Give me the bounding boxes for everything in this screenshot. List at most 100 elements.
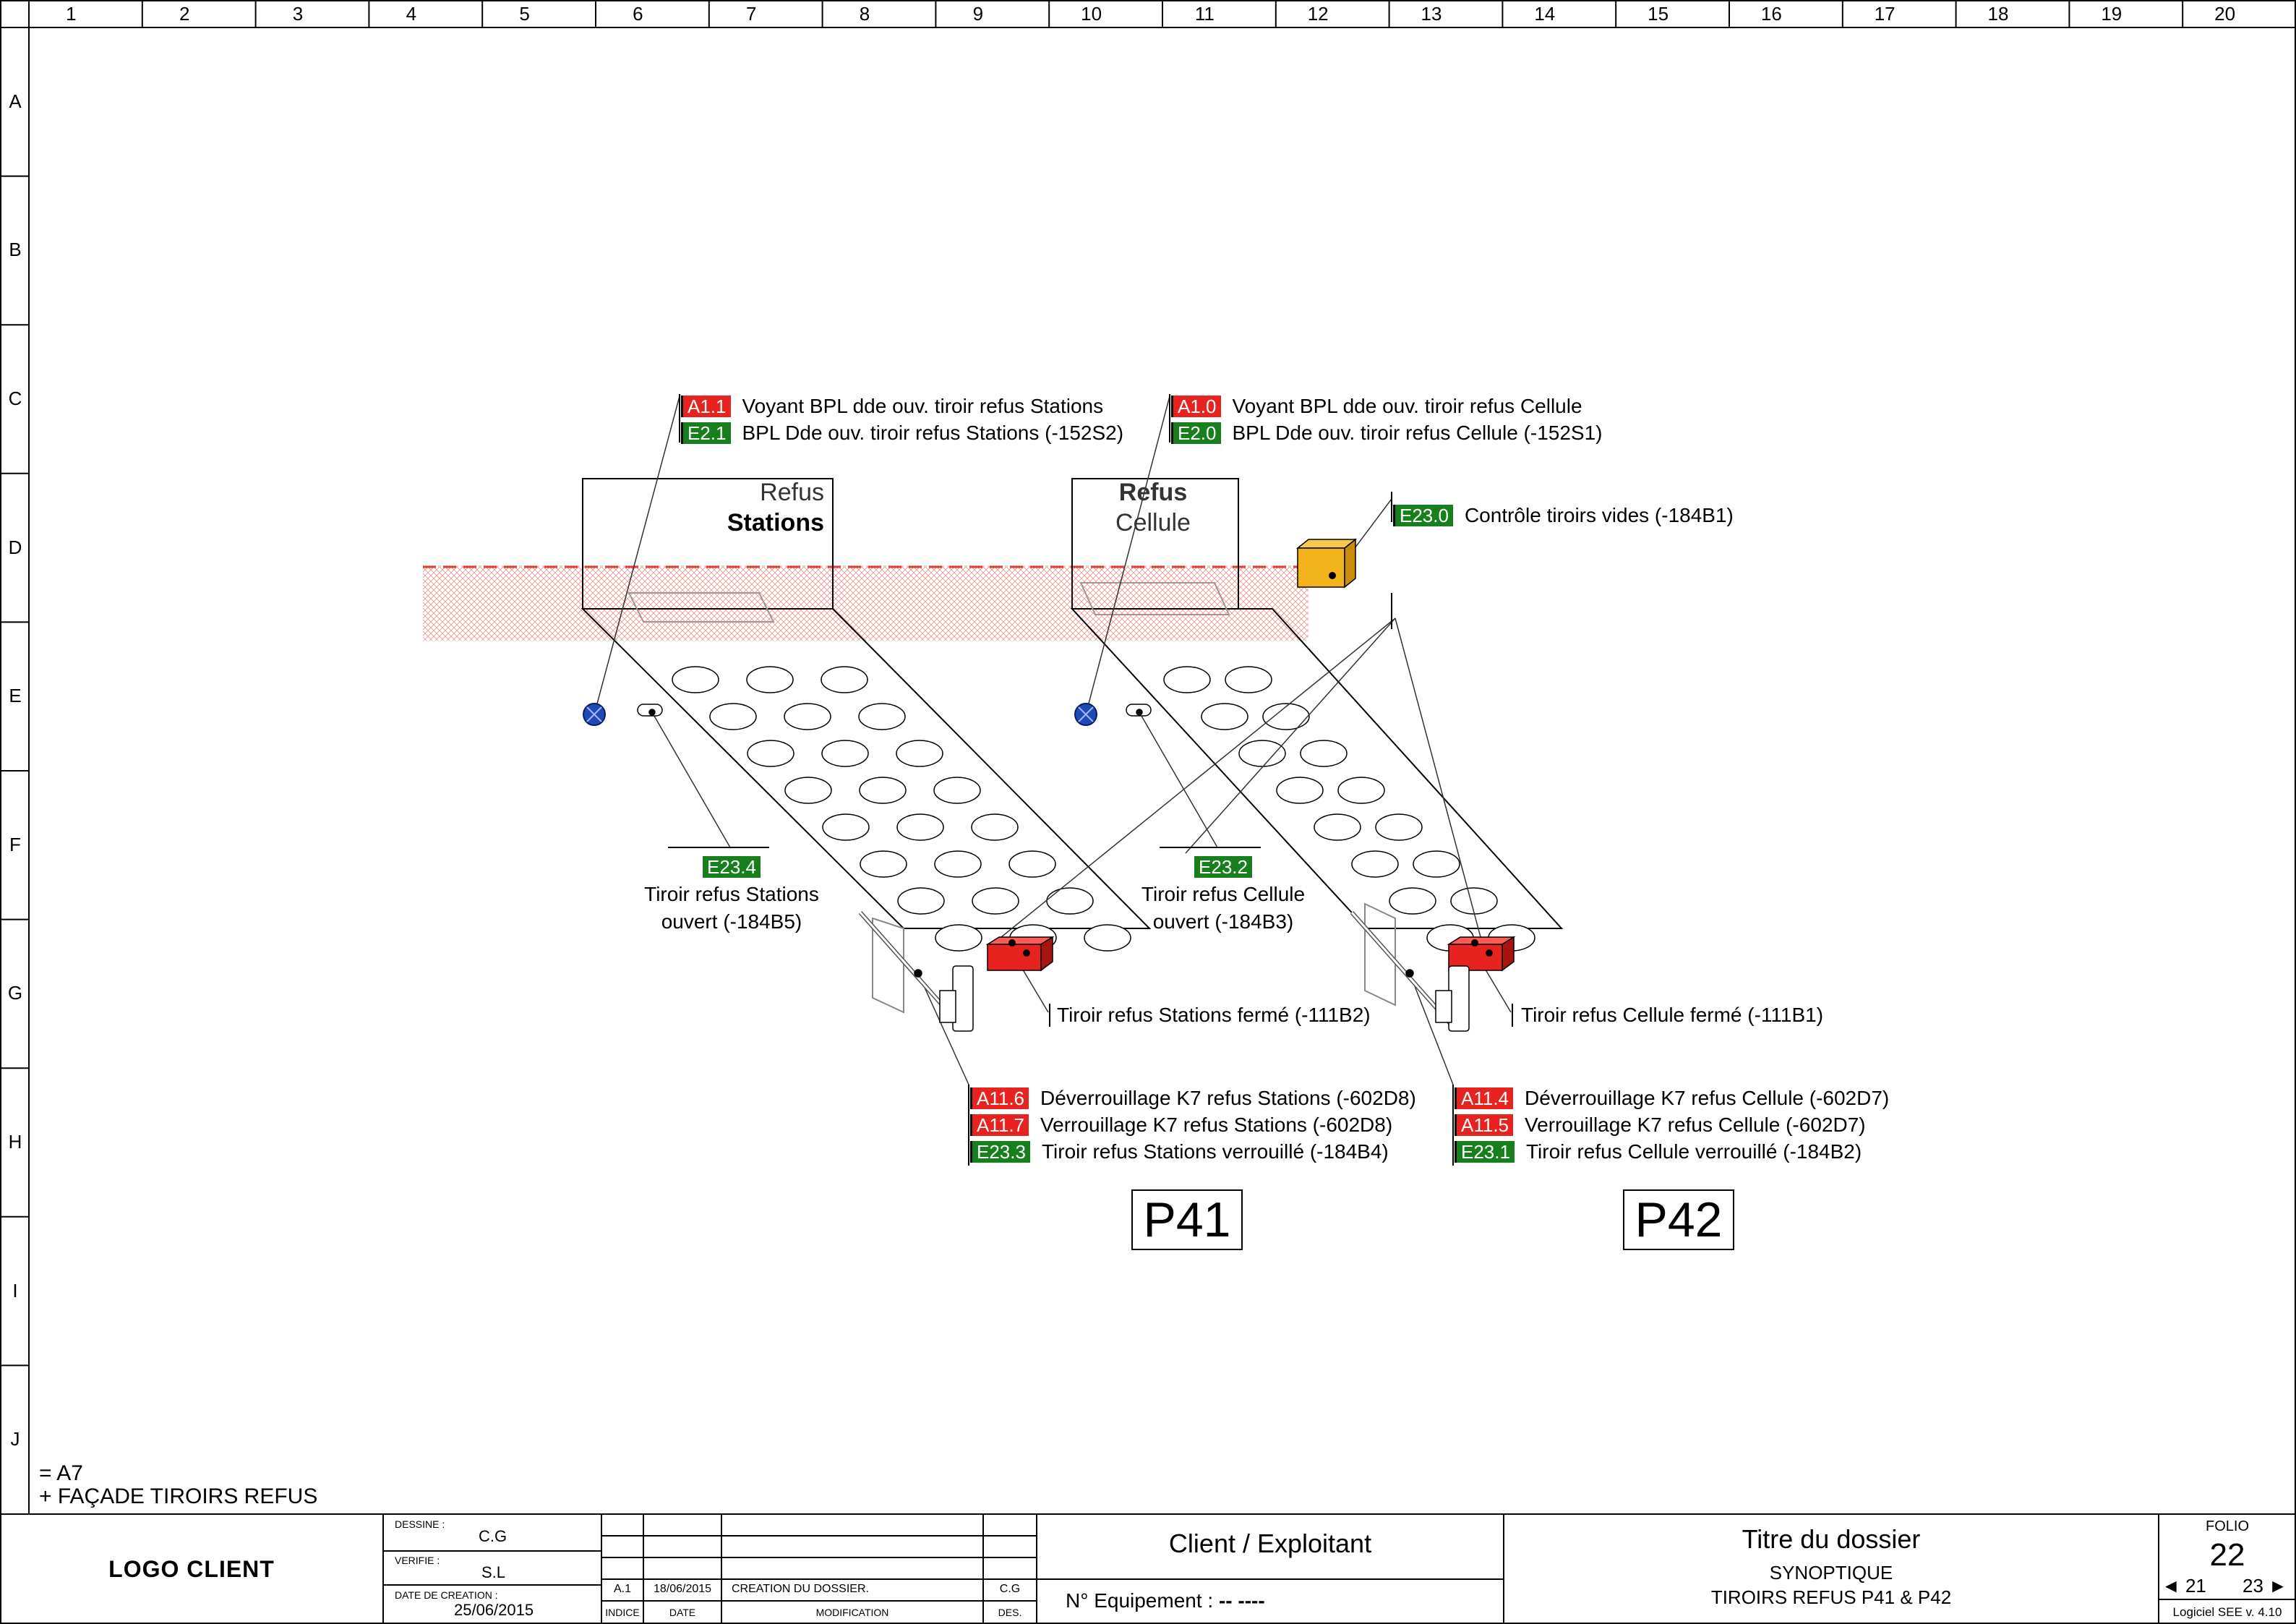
open-stations-line2: ouvert (-184B5) bbox=[661, 910, 802, 933]
tag-e23-0: E23.0 bbox=[1393, 505, 1453, 526]
label-closed-cellule: Tiroir refus Cellule fermé (-111B1) bbox=[1521, 1004, 1824, 1026]
hdr-des: DES. bbox=[998, 1607, 1022, 1618]
tray-hole bbox=[971, 813, 1019, 841]
tag-badge: A11.5 bbox=[1455, 1114, 1514, 1136]
sensor-closed-cellule bbox=[1447, 936, 1516, 972]
row-letter: B bbox=[9, 239, 22, 261]
tag-badge: A11.7 bbox=[970, 1114, 1029, 1136]
label-controle-vides: E23.0 Contrôle tiroirs vides (-184B1) bbox=[1393, 503, 1734, 528]
column-number: 1 bbox=[66, 3, 77, 25]
lamp-stations bbox=[583, 703, 606, 726]
hatched-zone bbox=[423, 565, 1308, 641]
equipement-label: N° Equipement : bbox=[1066, 1589, 1214, 1612]
tray-hole bbox=[821, 666, 868, 693]
tray-hole bbox=[934, 850, 982, 878]
leader-lines bbox=[594, 396, 1512, 1085]
tray-hole bbox=[1276, 777, 1324, 804]
location-line1: = A7 bbox=[39, 1461, 83, 1485]
lock-stations bbox=[858, 911, 974, 1032]
hdr-date: DATE bbox=[669, 1607, 696, 1618]
label-row: E2.0 BPL Dde ouv. tiroir refus Cellule (-… bbox=[1171, 419, 1603, 446]
row-letter: H bbox=[8, 1131, 22, 1153]
tag-badge: E2.0 bbox=[1171, 422, 1221, 444]
column-number: 5 bbox=[519, 3, 530, 25]
label-row: A11.5 Verrouillage K7 refus Cellule (-602… bbox=[1455, 1111, 1889, 1138]
label-text: BPL Dde ouv. tiroir refus Cellule (-152S… bbox=[1232, 421, 1603, 444]
column-number: 3 bbox=[292, 3, 304, 25]
tag-badge: E23.1 bbox=[1455, 1140, 1515, 1163]
tray-hole bbox=[1375, 813, 1423, 841]
tray-hole bbox=[933, 777, 981, 804]
box-cellule-line1: Refus bbox=[1118, 479, 1188, 506]
open-cellule-line1: Tiroir refus Cellule bbox=[1141, 883, 1306, 905]
box-stations-line1: Refus bbox=[760, 479, 824, 506]
tag-badge: A11.4 bbox=[1455, 1087, 1514, 1109]
date-creation-value: 25/06/2015 bbox=[454, 1601, 534, 1619]
station-p41: P41 bbox=[1131, 1189, 1243, 1250]
location-line2: + FAÇADE TIROIRS REFUS bbox=[39, 1484, 318, 1508]
label-open-cellule: E23.2 Tiroir refus Cellule ouvert (-184B… bbox=[1116, 853, 1330, 936]
row-letter: E bbox=[9, 685, 22, 707]
label-open-stations: E23.4 Tiroir refus Stations ouvert (-184… bbox=[625, 853, 839, 936]
column-number: 11 bbox=[1194, 3, 1215, 25]
tray-hole bbox=[1300, 740, 1348, 767]
row-letter: G bbox=[7, 982, 23, 1004]
tray-hole bbox=[1084, 924, 1131, 952]
label-closed-stations: Tiroir refus Stations fermé (-111B2) bbox=[1057, 1004, 1371, 1026]
column-number: 7 bbox=[745, 3, 757, 25]
subtitle-2: TIROIRS REFUS P41 & P42 bbox=[1710, 1586, 1952, 1608]
box-cellule-title: Refus Cellule bbox=[1077, 477, 1229, 538]
box-stations-title: Refus Stations bbox=[694, 477, 824, 538]
lock-cellule bbox=[1350, 911, 1470, 1032]
folio-label: FOLIO bbox=[2205, 1518, 2249, 1534]
tray-hole bbox=[896, 740, 943, 767]
tray-hole bbox=[672, 666, 719, 693]
verifie-value: S.L bbox=[481, 1563, 506, 1581]
tray-hole bbox=[746, 666, 794, 693]
tray-hole bbox=[1046, 887, 1094, 915]
label-text: Tiroir refus Stations verrouillé (-184B4… bbox=[1041, 1140, 1389, 1163]
column-number: 2 bbox=[179, 3, 190, 25]
label-text: Verrouillage K7 refus Cellule (-602D7) bbox=[1525, 1113, 1866, 1136]
box-cellule-line2: Cellule bbox=[1115, 509, 1191, 537]
sensor-open-stations bbox=[637, 704, 663, 717]
dessine-value: C.G bbox=[479, 1527, 507, 1545]
tray-hole bbox=[859, 777, 907, 804]
rev-modification: CREATION DU DOSSIER. bbox=[732, 1583, 869, 1595]
tray-cellule-holes bbox=[1163, 666, 1535, 952]
rev-indice: A.1 bbox=[613, 1583, 631, 1595]
tag-badge: A1.1 bbox=[681, 395, 731, 417]
folio-next[interactable]: 23 ► bbox=[2243, 1575, 2287, 1597]
row-letter: J bbox=[10, 1428, 20, 1450]
label-text: Tiroir refus Cellule verrouillé (-184B2) bbox=[1525, 1140, 1862, 1163]
column-number: 17 bbox=[1874, 3, 1896, 25]
folio-prev[interactable]: ◄ 21 bbox=[2162, 1575, 2206, 1597]
tray-hole bbox=[972, 887, 1019, 915]
column-number: 6 bbox=[633, 3, 643, 25]
rev-des: C.G bbox=[999, 1583, 1021, 1595]
label-text: Voyant BPL dde ouv. tiroir refus Cellule bbox=[1232, 394, 1582, 417]
tray-hole bbox=[784, 777, 832, 804]
open-cellule-line2: ouvert (-184B3) bbox=[1152, 910, 1294, 933]
column-number: 4 bbox=[406, 3, 417, 25]
column-number: 13 bbox=[1421, 3, 1442, 25]
tray-hole bbox=[858, 703, 906, 730]
equipement: N° Equipement : -- ---- bbox=[1066, 1589, 1265, 1612]
subtitle-1: SYNOPTIQUE bbox=[1769, 1562, 1893, 1584]
sensor-closed-stations bbox=[985, 936, 1055, 972]
label-row: E23.1 Tiroir refus Cellule verrouillé (-1… bbox=[1455, 1138, 1889, 1165]
tray-hole bbox=[1201, 703, 1248, 730]
column-number: 16 bbox=[1760, 3, 1782, 25]
tray-hole bbox=[1389, 887, 1436, 915]
station-p42: P42 bbox=[1623, 1189, 1734, 1250]
